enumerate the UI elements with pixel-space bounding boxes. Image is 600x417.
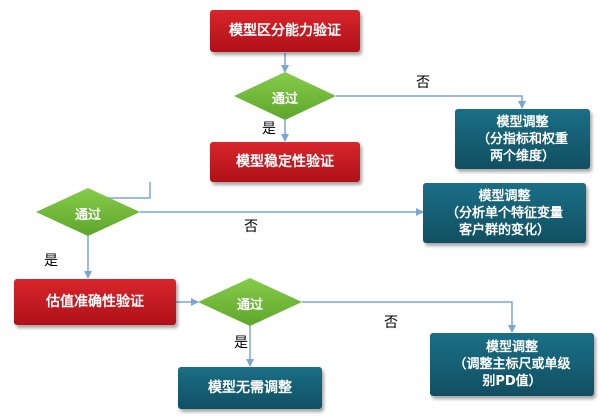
adjust1-line-2: （分指标和权重	[476, 131, 568, 147]
edge-label-yes-3: 是	[234, 335, 248, 351]
decision-3-label: 通过	[236, 298, 263, 313]
edge-decision3-to-adjust3	[302, 301, 516, 333]
adjust2-line-2: （分析单个特征变量	[445, 205, 563, 221]
decision-1-label: 通过	[271, 92, 298, 107]
adjust3-line-3: 别PD值）	[482, 374, 542, 389]
result-no-adjustment: 模型无需调整	[178, 367, 322, 409]
result-adjust-weights: 模型调整 （分指标和权重 两个维度）	[455, 109, 590, 169]
edge-label-no-1: 否	[416, 75, 430, 91]
decision-diamond-3	[198, 278, 302, 326]
adjust3-line-2: （调整主标尺或单级	[453, 357, 571, 372]
edge-label-no-2: 否	[244, 219, 258, 235]
decision-2-label: 通过	[74, 208, 101, 223]
edge-label-yes-1: 是	[262, 121, 276, 137]
adjust2-line-1: 模型调整	[478, 188, 531, 204]
edge-label-no-3: 否	[384, 315, 398, 331]
decision-diamond-2	[36, 188, 140, 236]
adjust1-line-1: 模型调整	[496, 114, 549, 130]
adjust3-line-1: 模型调整	[485, 340, 538, 355]
decision-diamond-1	[234, 72, 336, 120]
edge-decision1-to-adjust1	[336, 95, 526, 109]
result-adjust-features: 模型调整 （分析单个特征变量 客户群的变化）	[423, 183, 586, 243]
result-adjust-scale: 模型调整 （调整主标尺或单级 别PD值）	[430, 333, 594, 396]
adjust1-line-3: 两个维度）	[489, 148, 555, 164]
adjust2-line-3: 客户群的变化）	[458, 222, 550, 238]
step-stability-validation: 模型稳定性验证	[210, 142, 360, 182]
step-discrimination-validation: 模型区分能力验证	[210, 10, 360, 52]
edge-label-yes-2: 是	[44, 253, 58, 269]
step-valuation-accuracy-validation: 估值准确性验证	[14, 279, 176, 325]
